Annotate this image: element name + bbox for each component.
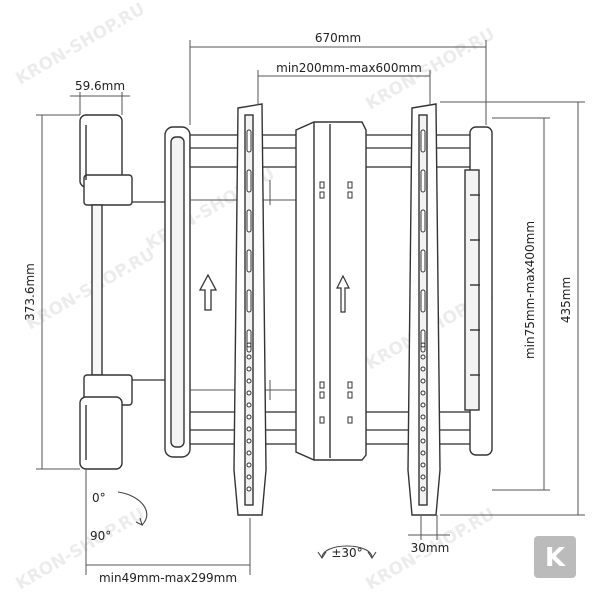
- rail-hole: [420, 450, 426, 456]
- rail-hole: [246, 378, 252, 384]
- connecting-arm: [132, 201, 170, 381]
- left-frame: [164, 126, 191, 458]
- rail-slot: [246, 329, 252, 353]
- rail-hole: [420, 414, 426, 420]
- bracket-width-label: 59.6mm: [75, 79, 125, 93]
- rail-slot: [420, 169, 426, 193]
- shop-logo: K: [534, 536, 576, 578]
- rail-slot: [246, 289, 252, 313]
- overall-height-label: 435mm: [559, 277, 573, 323]
- rail-hole: [246, 438, 252, 444]
- rail-hole: [246, 450, 252, 456]
- bracket-hole: [347, 181, 353, 189]
- rail-hole: [420, 402, 426, 408]
- rail-hole: [420, 474, 426, 480]
- rail-hole: [420, 342, 426, 348]
- bracket-hole: [319, 181, 325, 189]
- up-arrow-icon: [198, 273, 218, 311]
- rail-slot: [420, 129, 426, 153]
- rail-hole: [246, 426, 252, 432]
- overall-width-label: 670mm: [315, 31, 361, 45]
- dimension-lines: [36, 40, 585, 575]
- wall-bracket: [79, 114, 133, 470]
- center-bracket-holes: [319, 181, 353, 424]
- bracket-hole: [347, 416, 353, 424]
- rail-hole: [246, 462, 252, 468]
- rotation-indicator: [117, 491, 148, 527]
- rotation-start-label: 0°: [92, 491, 106, 505]
- rail-slot: [246, 209, 252, 233]
- vesa-vertical-label: min75mm-max400mm: [523, 221, 537, 359]
- rail-width-label: 30mm: [411, 541, 450, 555]
- left-rail-holes: [246, 129, 252, 492]
- rail-hole: [246, 486, 252, 492]
- center-bracket: [295, 121, 367, 461]
- bracket-hole: [347, 391, 353, 399]
- rail-hole: [420, 354, 426, 360]
- wall-distance-label: min49mm-max299mm: [99, 571, 237, 585]
- tilt-angle-label: ±30°: [331, 546, 362, 560]
- rail-hole: [420, 390, 426, 396]
- rail-slot: [246, 169, 252, 193]
- right-frame: [464, 126, 493, 456]
- rail-hole: [246, 402, 252, 408]
- arm-spacing-label: min200mm-max600mm: [276, 61, 422, 75]
- logo-letter: K: [545, 543, 566, 573]
- bracket-hole: [347, 381, 353, 389]
- bracket-hole: [319, 381, 325, 389]
- rail-hole: [420, 378, 426, 384]
- watermark-text: KRON-SHOP.RU: [13, 0, 149, 89]
- bracket-height-label: 373.6mm: [23, 263, 37, 321]
- bracket-hole: [319, 391, 325, 399]
- rail-slot: [420, 249, 426, 273]
- up-arrow-icon: [336, 274, 350, 313]
- rail-hole: [246, 390, 252, 396]
- tilt-indicator: [317, 545, 377, 559]
- bracket-hole: [319, 191, 325, 199]
- rail-hole: [246, 366, 252, 372]
- rail-hole: [420, 486, 426, 492]
- rail-hole: [420, 438, 426, 444]
- bracket-hole: [319, 416, 325, 424]
- rail-hole: [420, 462, 426, 468]
- rail-hole: [420, 426, 426, 432]
- rail-slot: [420, 289, 426, 313]
- bracket-hole: [347, 191, 353, 199]
- right-rail-holes: [420, 129, 426, 492]
- rail-hole: [246, 414, 252, 420]
- watermark-text: KRON-SHOP.RU: [23, 244, 159, 334]
- rail-slot: [420, 209, 426, 233]
- rotation-end-label: 90°: [90, 529, 111, 543]
- rail-hole: [246, 474, 252, 480]
- rail-slot: [246, 249, 252, 273]
- rail-slot: [420, 329, 426, 353]
- rail-hole: [246, 342, 252, 348]
- rail-hole: [246, 354, 252, 360]
- rail-slot: [246, 129, 252, 153]
- rail-hole: [420, 366, 426, 372]
